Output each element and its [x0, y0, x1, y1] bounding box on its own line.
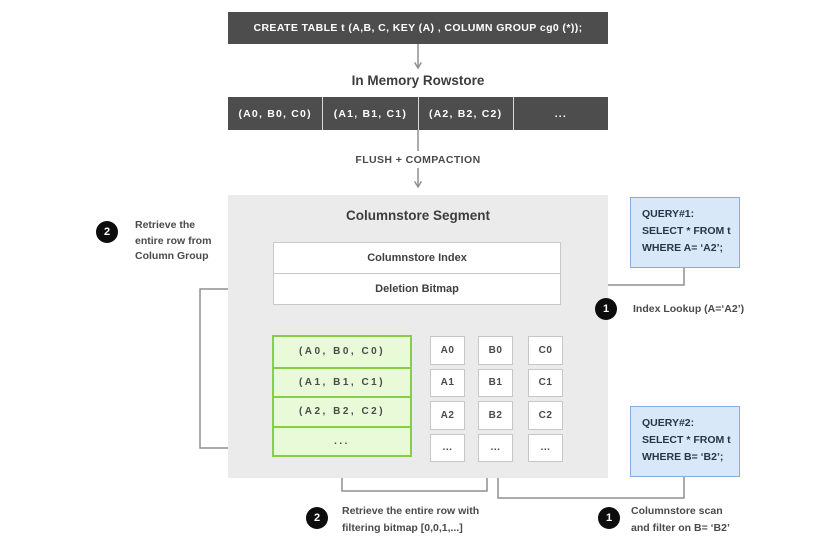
query2-line: SELECT * FROM t — [642, 434, 731, 446]
query2-box: QUERY#2: SELECT * FROM t WHERE B= ‘B2’; — [630, 406, 740, 477]
flush-compaction-label: FLUSH + COMPACTION — [355, 154, 481, 166]
col-b-cell: B0 — [478, 336, 513, 365]
query1-box: QUERY#1: SELECT * FROM t WHERE A= ‘A2’; — [630, 197, 740, 268]
col-a-cell: A0 — [430, 336, 465, 365]
column-group-row: (A1, B1, C1) — [274, 366, 410, 397]
col-c-cell: C2 — [528, 401, 563, 430]
step-1-badge: 1 — [595, 298, 617, 320]
col-b-cell: ... — [478, 433, 513, 462]
query2-line: QUERY#2: — [642, 417, 695, 429]
rowstore-title: In Memory Rowstore — [351, 73, 485, 88]
col-a-cell: A1 — [430, 368, 465, 397]
annotation-bottom-scan: Columnstore scan and filter on B= ‘B2’ — [631, 505, 730, 534]
col-c-cell: ... — [528, 433, 563, 462]
column-group-row: (A0, B0, C0) — [298, 346, 386, 358]
col-a-cell: A2 — [430, 401, 465, 430]
segment-title: Columnstore Segment — [345, 208, 491, 223]
columnstore-segment: Columnstore Segment Columnstore Index De… — [228, 195, 608, 478]
columnstore-index-bar: Columnstore Index — [273, 242, 561, 274]
annotation-index-lookup: Index Lookup (A=‘A2’) — [633, 303, 745, 315]
col-b-cell: B2 — [478, 401, 513, 430]
annotation-left-retrieve: Retrieve the entire row from Column Grou… — [135, 219, 212, 262]
col-c-cell: C0 — [528, 336, 563, 365]
col-b-cell: B1 — [478, 368, 513, 397]
create-table-statement: CREATE TABLE t (A,B, C, KEY (A) , COLUMN… — [228, 12, 608, 44]
column-group-rows: (A0, B0, C0) (A1, B1, C1) (A2, B2, C2) .… — [272, 335, 412, 457]
column-group-row: ... — [274, 425, 410, 456]
query1-line: SELECT * FROM t — [642, 225, 731, 237]
step-2-badge: 2 — [306, 507, 328, 529]
rowstore-bar: (A0, B0, C0) (A1, B1, C1) (A2, B2, C2) .… — [228, 97, 608, 130]
col-c-cell: C1 — [528, 368, 563, 397]
deletion-bitmap-bar: Deletion Bitmap — [273, 273, 561, 305]
rowstore-cell: (A0, B0, C0) — [238, 107, 312, 120]
annotation-bottom-retrieve: Retrieve the entire row with filtering b… — [342, 505, 480, 534]
col-a-cell: ... — [430, 433, 465, 462]
query2-line: WHERE B= ‘B2’; — [642, 451, 724, 463]
step-1-badge: 1 — [598, 507, 620, 529]
query1-line: QUERY#1: — [642, 208, 695, 220]
column-group-row: (A2, B2, C2) — [274, 396, 410, 426]
query1-line: WHERE A= ‘A2’; — [642, 242, 723, 254]
rowstore-cell: (A1, B1, C1) — [322, 97, 417, 130]
rowstore-cell: ... — [512, 97, 608, 130]
step-2-badge: 2 — [96, 221, 118, 243]
rowstore-cell: (A2, B2, C2) — [417, 97, 513, 130]
